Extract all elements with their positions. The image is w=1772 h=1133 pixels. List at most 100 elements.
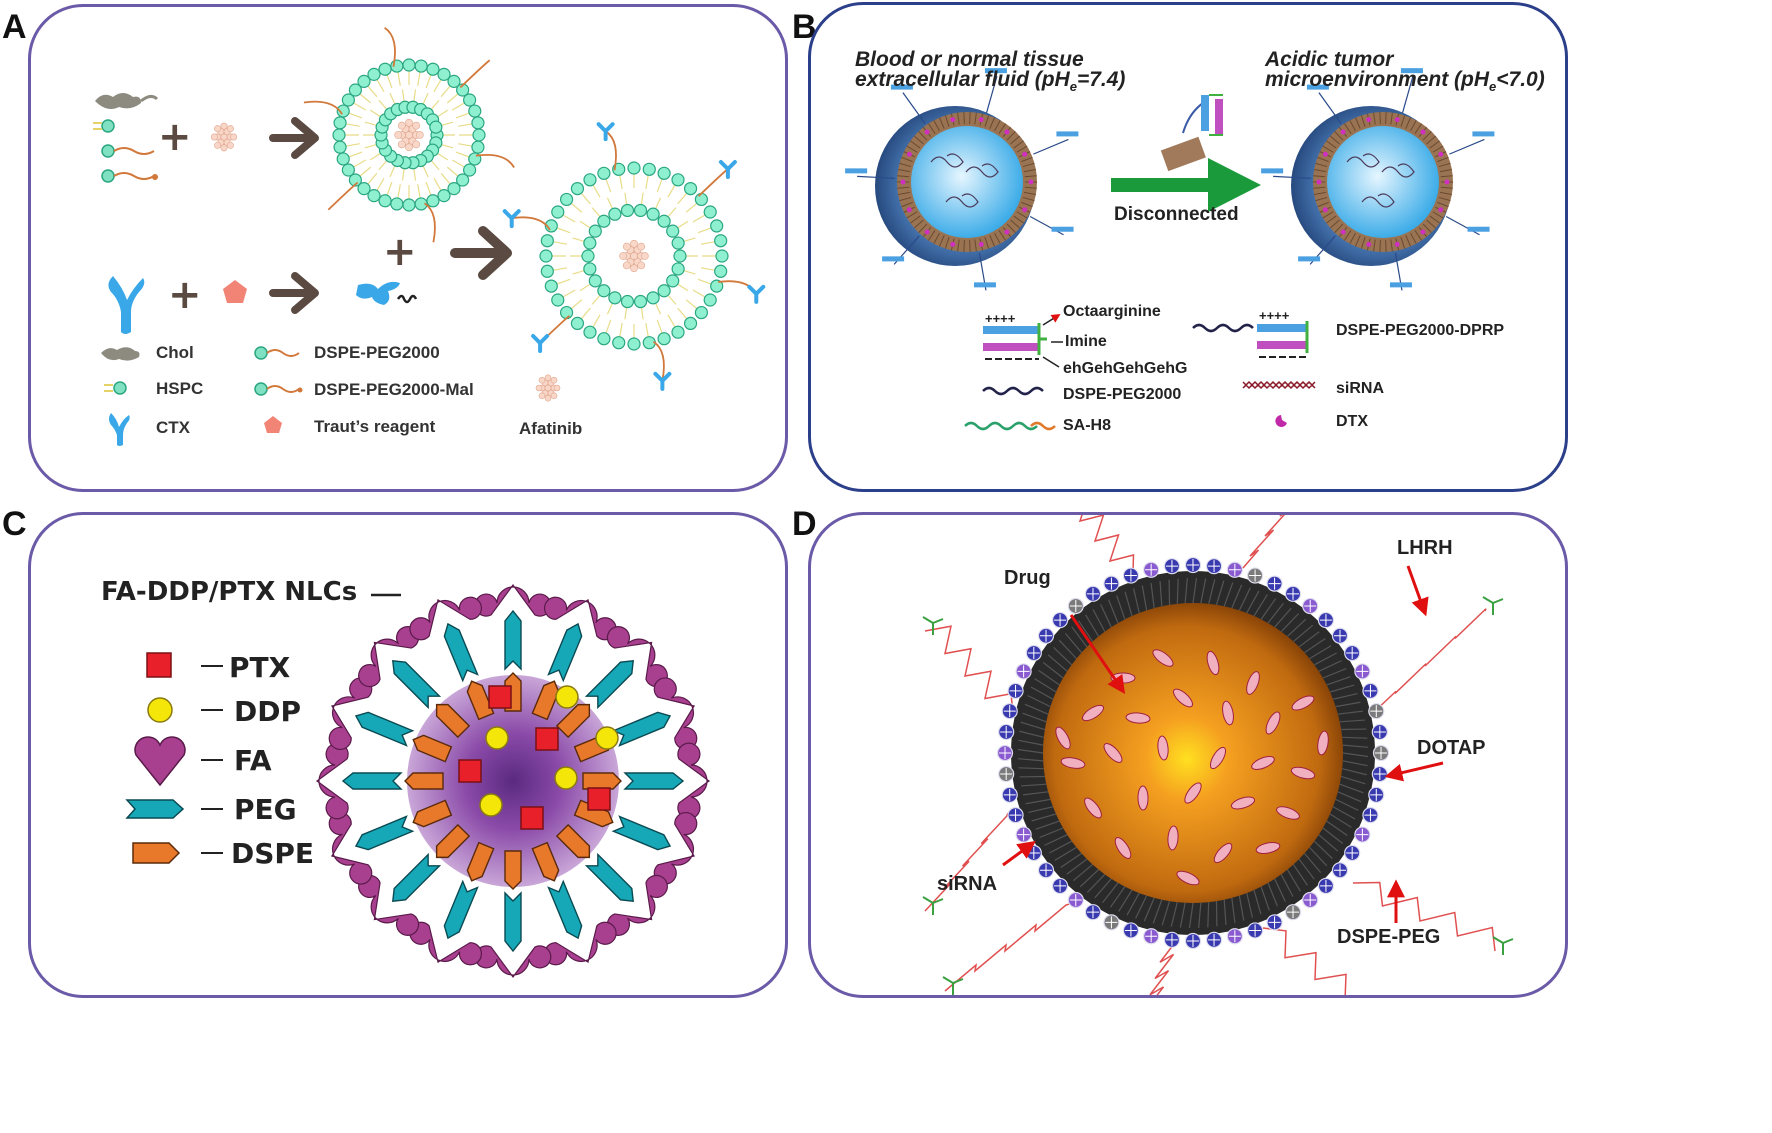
- disconnected-arrow: [1111, 158, 1261, 212]
- b-legend-plus: ++++: [985, 311, 1016, 326]
- drug-arrow: [1069, 614, 1126, 694]
- d-label-sirna: siRNA: [937, 873, 998, 895]
- ddp-circle: [485, 726, 509, 750]
- arrow-1: [269, 117, 319, 159]
- legend-chol-icon: [101, 347, 140, 361]
- panel-b: Blood or normal tissue extracellular flu…: [808, 2, 1568, 492]
- c-legend-ddp: DDP: [234, 695, 302, 728]
- b-legend-dprp: DSPE-PEG2000-DPRP: [1336, 322, 1505, 339]
- panel-a-illustration: + + +: [93, 26, 766, 446]
- legend-ddp-icon: [147, 697, 173, 723]
- b-left-title-1: Blood or normal tissue: [855, 48, 1084, 71]
- ptx-square: [587, 787, 611, 811]
- legend-hspc-icon: [104, 381, 127, 395]
- legend-arrow-ehg: [1042, 356, 1060, 368]
- b-left-title-2: extracellular fluid (pHe=7.4): [855, 68, 1126, 95]
- d-label-lhrh: LHRH: [1397, 537, 1453, 559]
- lhrh-arrow: [1406, 565, 1429, 617]
- legend-fa-icon: [134, 736, 186, 787]
- chol-molecule: [95, 93, 159, 109]
- nanoparticle-tumor: [1261, 68, 1495, 291]
- legend-dspe-peg-mal-label: DSPE-PEG2000-Mal: [314, 380, 474, 399]
- ptx-square: [488, 685, 512, 709]
- panel-c-letter: C: [2, 505, 27, 543]
- dotap-arrow: [1384, 761, 1444, 782]
- panel-c-illustration: [125, 583, 711, 979]
- hspc-molecule: [93, 119, 115, 133]
- legend-ptx-icon: [146, 652, 172, 678]
- legend-dtx-glyph: [1275, 415, 1287, 427]
- legend-dprp-glyph: [983, 323, 1047, 360]
- legend-dspe-peg-glyph: [982, 386, 1044, 396]
- d-label-dspe-peg: DSPE-PEG: [1337, 926, 1441, 948]
- trauts-reagent-icon: [223, 280, 247, 303]
- c-legend-fa: FA: [234, 744, 272, 777]
- legend-sirna-glyph: [1242, 380, 1316, 390]
- ctx-antibody-icon: [108, 276, 145, 334]
- ddp-circle: [555, 685, 579, 709]
- legend-dspe-peg-mal-icon: [254, 382, 303, 396]
- b-legend-sa-h8: SA-H8: [1063, 417, 1112, 434]
- sirna-arrow: [1002, 840, 1036, 867]
- b-legend-dspe-peg: DSPE-PEG2000: [1063, 386, 1182, 403]
- legend-ctx-icon: [109, 413, 130, 446]
- d-label-drug: Drug: [1004, 567, 1051, 589]
- legend-sa-h8-glyph: [964, 421, 1038, 431]
- legend-dspe-peg-label: DSPE-PEG2000: [314, 343, 440, 362]
- dspe-peg-molecule: [101, 144, 155, 158]
- panel-b-illustration: [845, 68, 1495, 431]
- c-title: FA-DDP/PTX NLCs: [101, 577, 358, 607]
- c-legend-dspe: DSPE: [231, 837, 315, 870]
- nanoparticle-normal: [845, 68, 1079, 291]
- legend-trauts-label: Traut’s reagent: [314, 417, 436, 436]
- legend-dspe-icon: [132, 842, 181, 864]
- b-legend-ehg: ehGehGehGehG: [1063, 360, 1188, 377]
- b-right-title-1: Acidic tumor: [1265, 48, 1394, 71]
- panel-a: + + +: [28, 4, 788, 492]
- legend-trauts-icon: [264, 416, 282, 433]
- dspe-peg-chains: [922, 515, 1514, 995]
- ptx-square: [520, 806, 544, 830]
- ddp-circle: [479, 793, 503, 817]
- panel-d: Drug LHRH DOTAP siRNA DSPE-PEG: [808, 512, 1568, 998]
- plus-sign-2: +: [168, 272, 202, 318]
- legend-peg-icon: [125, 799, 185, 819]
- panel-a-letter: A: [2, 8, 27, 46]
- ddp-circle: [595, 726, 619, 750]
- plus-sign-3: +: [383, 229, 417, 275]
- b-legend-plus-2: ++++: [1259, 308, 1290, 323]
- arrow-3: [450, 226, 512, 280]
- d-label-dotap: DOTAP: [1417, 737, 1486, 759]
- legend-hspc-label: HSPC: [156, 379, 204, 398]
- legend-afatinib-label: Afatinib: [519, 419, 583, 438]
- liposome-2-targeted: [502, 122, 766, 391]
- c-legend-ptx: PTX: [229, 651, 291, 684]
- b-arrow-label: Disconnected: [1114, 204, 1239, 225]
- dspe-peg-mal-molecule: [101, 169, 158, 183]
- b-legend-dtx: DTX: [1336, 413, 1368, 430]
- b-right-title-2: microenvironment (pHe<7.0): [1265, 68, 1545, 95]
- legend-ctx-label: CTX: [156, 418, 190, 437]
- legend-arrow-octaarginine: [1042, 314, 1061, 326]
- panel-c: FA-DDP/PTX NLCs PTX DDP FA PEG DSPE: [28, 512, 788, 998]
- panel-d-illustration: [922, 515, 1514, 995]
- c-legend-peg: PEG: [234, 793, 297, 826]
- legend-dprp-full-glyph: [1192, 321, 1309, 358]
- legend-afatinib-icon: [535, 374, 561, 402]
- ddp-circle: [554, 766, 578, 790]
- ptx-square: [535, 727, 559, 751]
- pointer-arrows: [1002, 565, 1444, 923]
- ptx-square: [458, 759, 482, 783]
- b-legend-sirna: siRNA: [1336, 380, 1385, 397]
- liposome-1: [303, 26, 515, 243]
- ctx-thiolated-icon: [356, 281, 418, 305]
- b-legend-imine: Imine: [1065, 333, 1107, 350]
- nlc-payload: [458, 685, 619, 830]
- legend-chol-label: Chol: [156, 343, 194, 362]
- drug-core: [1043, 603, 1343, 903]
- b-legend-octaarginine: Octaarginine: [1063, 303, 1161, 320]
- free-octaarginine-fragment: [1160, 94, 1223, 172]
- nlc-arms: [315, 583, 711, 979]
- legend-dspe-peg-icon: [254, 346, 300, 360]
- plus-sign-1: +: [158, 114, 192, 160]
